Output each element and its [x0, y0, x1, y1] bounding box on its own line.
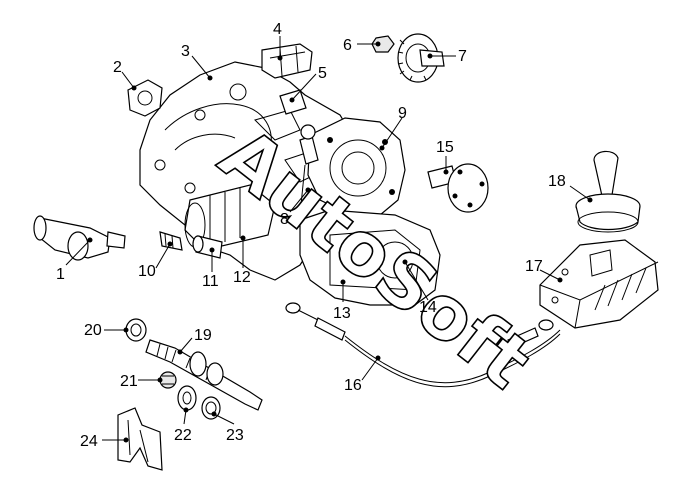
- label-part-10: 10: [138, 263, 156, 280]
- part-10-fitting: [159, 231, 183, 251]
- label-part-2: 2: [113, 59, 122, 76]
- part-11-sensor: [192, 235, 223, 259]
- part-24-fork: [117, 407, 163, 471]
- label-part-19: 19: [194, 327, 212, 344]
- actuator-body: [184, 184, 276, 251]
- label-part-22: 22: [174, 427, 192, 444]
- part-7-gear: [397, 33, 445, 83]
- label-part-7: 7: [458, 48, 467, 65]
- part-1-slave-cylinder: [33, 215, 126, 261]
- label-part-3: 3: [181, 43, 190, 60]
- part-17-shifter-housing: [539, 239, 659, 329]
- rear-housing: [299, 209, 441, 306]
- label-part-15: 15: [436, 139, 454, 156]
- label-part-4: 4: [273, 21, 282, 38]
- part-19-shaft: [145, 339, 263, 411]
- part-16-shift-cable: [285, 302, 561, 388]
- label-part-8: 8: [280, 211, 289, 228]
- part-labels: 1 2 3 4 5 6 7 8 9 10 11 12 13 14 15 16 1…: [56, 21, 566, 450]
- label-part-11: 11: [202, 273, 219, 290]
- part-4-bracket: [261, 43, 313, 79]
- selector-shaft: [299, 124, 319, 216]
- label-part-1: 1: [56, 266, 65, 283]
- gearbox-cover: [307, 117, 406, 216]
- part-15-flange: [427, 163, 489, 213]
- label-part-14: 14: [419, 299, 437, 316]
- label-part-17: 17: [525, 258, 543, 275]
- label-part-23: 23: [226, 427, 244, 444]
- part-21-bearing: [159, 371, 177, 389]
- label-part-18: 18: [548, 173, 566, 190]
- label-part-5: 5: [318, 65, 327, 82]
- label-part-24: 24: [80, 433, 98, 450]
- label-part-9: 9: [398, 105, 407, 122]
- part-18-shift-boot: [575, 150, 641, 233]
- label-part-21: 21: [120, 373, 138, 390]
- leader-lines: [65, 36, 593, 443]
- label-part-13: 13: [333, 305, 351, 322]
- label-part-16: 16: [344, 377, 362, 394]
- part-20-seal: [125, 318, 147, 342]
- label-part-6: 6: [343, 37, 352, 54]
- label-part-20: 20: [84, 322, 102, 339]
- part-22-ring: [177, 385, 197, 411]
- label-part-12: 12: [233, 269, 251, 286]
- part-2-cover: [127, 79, 163, 117]
